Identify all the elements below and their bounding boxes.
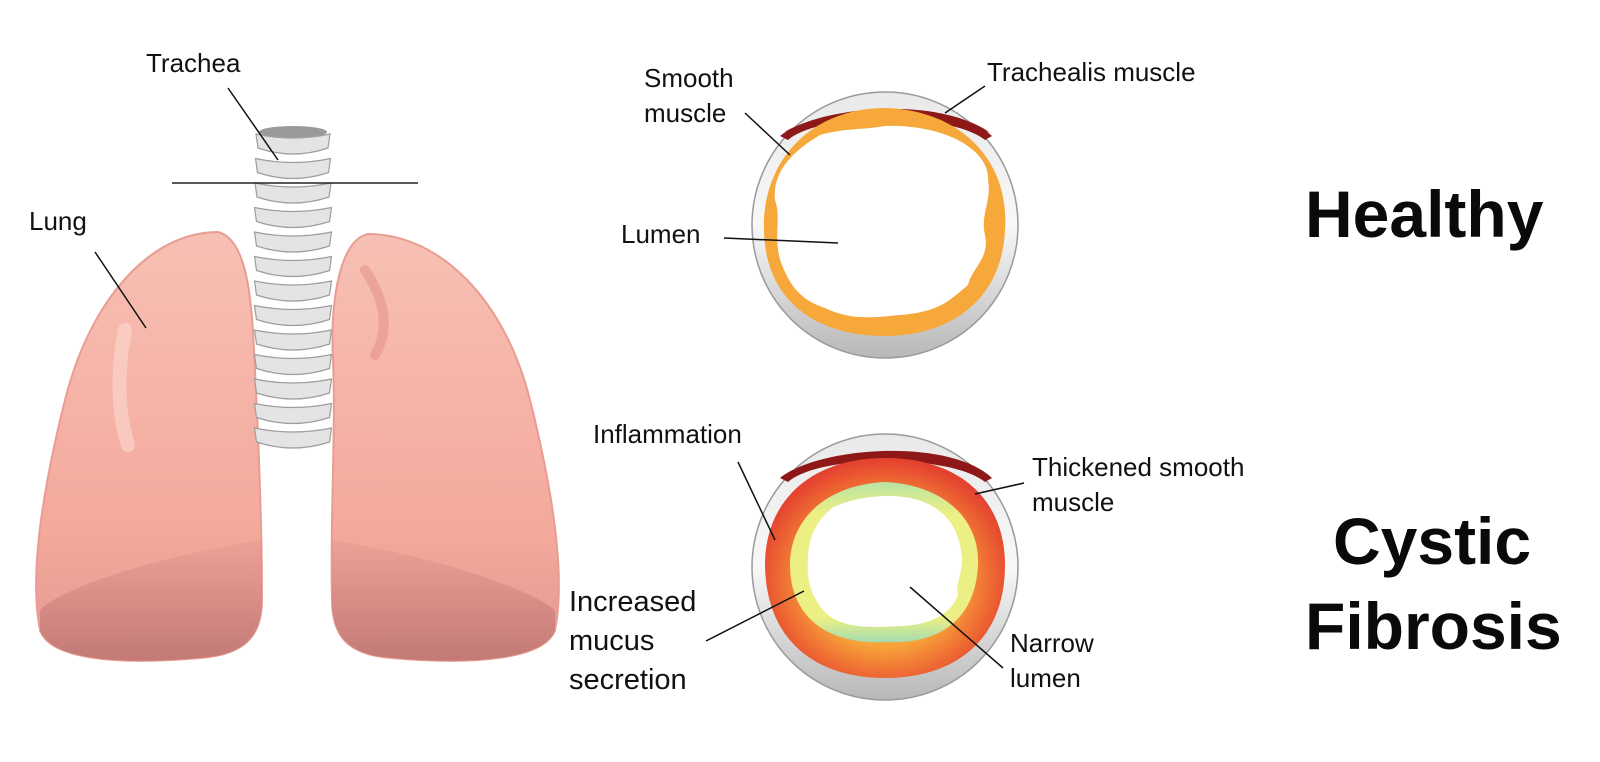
trachea-ring: [254, 157, 332, 180]
trachea-ring: [255, 133, 331, 155]
trachea-ring: [253, 329, 333, 351]
label-lung: Lung: [29, 206, 87, 236]
right-lung: [330, 232, 560, 662]
trachea-opening: [259, 126, 327, 138]
leader-lines: [94, 85, 1025, 669]
trachea: [253, 126, 333, 449]
trachea-ring: [253, 402, 333, 425]
trachea-ring: [253, 353, 333, 376]
label-thickened-line1: Thickened smooth: [1032, 452, 1245, 482]
label-narrow-line1: Narrow: [1010, 628, 1094, 658]
trachea-ring: [253, 280, 333, 302]
label-trachea: Trachea: [146, 48, 241, 78]
trachea-ring: [253, 378, 333, 400]
trachea-ring: [254, 182, 332, 204]
trachea-ring: [253, 231, 333, 253]
title-fibrosis: Fibrosis: [1305, 589, 1562, 663]
trachea-ring: [253, 206, 333, 229]
title-healthy: Healthy: [1305, 177, 1544, 251]
label-mucus-line1: Increased: [569, 586, 697, 618]
label-lumen: Lumen: [621, 219, 701, 249]
label-inflammation: Inflammation: [593, 419, 742, 449]
label-trachealis-muscle: Trachealis muscle: [987, 57, 1196, 87]
title-cystic: Cystic: [1333, 504, 1532, 578]
cf-cross-section: [751, 433, 1019, 701]
label-narrow-line2: lumen: [1010, 663, 1081, 693]
left-lung: [35, 230, 264, 662]
healthy-cross-section: [751, 91, 1019, 359]
trachea-ring: [253, 427, 333, 449]
label-mucus-line2: mucus: [569, 625, 655, 657]
trachea-ring: [253, 255, 333, 278]
label-smooth-muscle-line2: muscle: [644, 98, 727, 128]
label-mucus-line3: secretion: [569, 664, 687, 696]
label-smooth-muscle-line1: Smooth: [644, 63, 734, 93]
label-thickened-line2: muscle: [1032, 487, 1115, 517]
trachea-ring: [253, 304, 333, 327]
